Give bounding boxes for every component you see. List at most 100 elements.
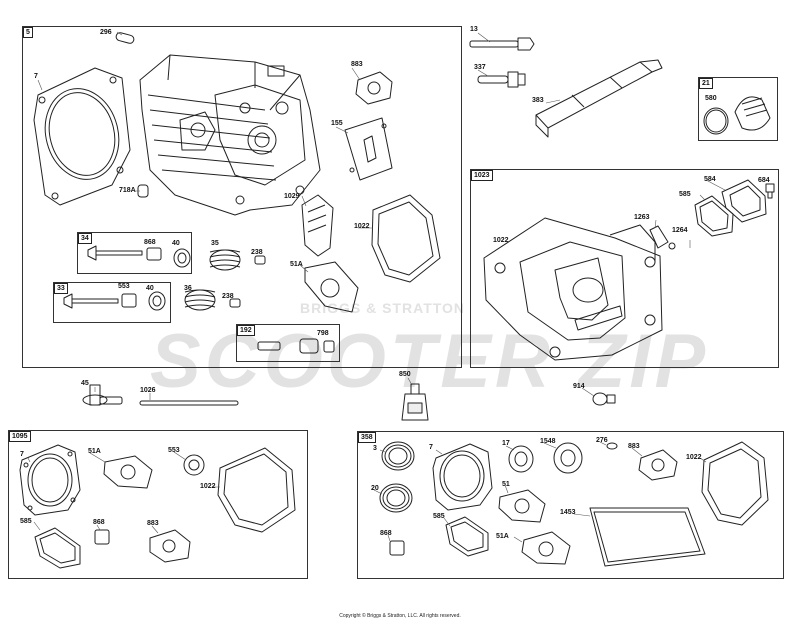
seal-868-1095-illustration — [94, 529, 110, 545]
part-callout: 883 — [147, 520, 159, 527]
part-callout: 553 — [168, 447, 180, 454]
part-callout: 7 — [20, 451, 24, 458]
part-callout: 7 — [34, 73, 38, 80]
part-callout: 51A — [496, 533, 509, 540]
oil-seal-3-illustration — [381, 441, 415, 471]
group-tag-1023: 1023 — [471, 170, 493, 181]
head-gasket-358-illustration — [432, 443, 493, 511]
group-tag-358: 358 — [358, 432, 376, 443]
part-callout: 40 — [146, 285, 154, 292]
part-callout: 51A — [290, 261, 303, 268]
part-callout: 798 — [317, 330, 329, 337]
part-callout: 1453 — [560, 509, 576, 516]
gasket-585-358-illustration — [445, 516, 489, 557]
head-bolt-illustration — [469, 37, 535, 51]
part-callout: 868 — [144, 239, 156, 246]
gasket-51a-1095-illustration — [103, 455, 153, 489]
dowel-pin-illustration — [115, 32, 135, 44]
retainer-40a-illustration — [173, 248, 191, 268]
part-callout: 1022 — [686, 454, 702, 461]
part-callout: 1264 — [672, 227, 688, 234]
screw-684-illustration — [765, 183, 775, 199]
part-callout: 3 — [373, 445, 377, 452]
seal-553-1095-illustration — [183, 454, 205, 476]
frame-group-21 — [698, 77, 778, 141]
group-tag-1095: 1095 — [9, 431, 31, 442]
screw-1264-illustration — [668, 242, 676, 250]
part-callout: 580 — [705, 95, 717, 102]
part-callout: 13 — [470, 26, 478, 33]
retainer-40b-illustration — [148, 291, 166, 311]
spring-cap-238b-illustration — [229, 298, 241, 308]
bearing-1548-illustration — [553, 442, 583, 474]
gasket-585a-illustration — [694, 195, 734, 237]
group-tag-34: 34 — [78, 233, 92, 244]
part-callout: 51A — [88, 448, 101, 455]
part-callout: 868 — [380, 530, 392, 537]
part-callout: 20 — [371, 485, 379, 492]
copyright-notice: Copyright © Briggs & Stratton, LLC. All … — [339, 613, 461, 619]
part-callout: 383 — [532, 97, 544, 104]
part-callout: 7 — [429, 444, 433, 451]
part-callout: 337 — [474, 64, 486, 71]
pushrod-1026-illustration — [139, 400, 239, 406]
part-callout: 1026 — [140, 387, 156, 394]
spring-cap-238a-illustration — [254, 255, 266, 265]
gasket-883-1095-illustration — [149, 529, 191, 563]
frame-group-1095 — [8, 430, 308, 579]
part-callout: 51 — [502, 481, 510, 488]
breather-tube-illustration — [257, 338, 335, 354]
part-callout: 585 — [679, 191, 691, 198]
gasket-883-358-illustration — [638, 449, 678, 481]
part-callout: 1022 — [200, 483, 216, 490]
group-tag-21: 21 — [699, 78, 713, 89]
intake-gasket-illustration — [304, 261, 359, 313]
cylinder-head-illustration — [139, 54, 321, 216]
group-tag-192: 192 — [237, 325, 255, 336]
pushrod-tube-383-illustration — [535, 59, 663, 138]
intake-valve-illustration — [63, 293, 119, 309]
gasket-585-1095-illustration — [34, 527, 81, 569]
part-callout: 850 — [399, 371, 411, 378]
part-callout: 238 — [222, 293, 234, 300]
valve-cover-assembly-illustration — [483, 217, 663, 361]
part-callout: 238 — [251, 249, 263, 256]
part-callout: 868 — [93, 519, 105, 526]
frame-group-33 — [53, 282, 171, 323]
part-callout: 45 — [81, 380, 89, 387]
valve-cover-gasket-1095-illustration — [217, 447, 296, 533]
breather-plate-illustration — [344, 117, 393, 181]
exhaust-valve-illustration — [87, 245, 143, 261]
part-callout: 914 — [573, 383, 585, 390]
screw-914-illustration — [592, 392, 616, 406]
oil-seal-20-illustration — [379, 483, 413, 513]
spark-plug-illustration — [477, 71, 526, 88]
group-tag-33: 33 — [54, 283, 68, 294]
breather-cover-584-illustration — [721, 179, 767, 223]
part-callout: 585 — [433, 513, 445, 520]
valve-spring-36-illustration — [184, 289, 216, 311]
part-callout: 553 — [118, 283, 130, 290]
part-callout: 584 — [704, 176, 716, 183]
part-callout: 718A — [119, 187, 136, 194]
part-callout: 17 — [502, 440, 510, 447]
valve-cover-gasket-358-illustration — [701, 441, 769, 526]
exhaust-gasket-883-illustration — [355, 71, 393, 105]
valve-seal-868-illustration — [146, 247, 162, 261]
gasket-1453-illustration — [589, 507, 706, 567]
part-callout: 155 — [331, 120, 343, 127]
rocker-stud-45-illustration — [82, 384, 123, 406]
part-callout: 1022 — [493, 237, 509, 244]
o-ring-276-illustration — [606, 442, 618, 450]
baffle-1029-illustration — [301, 194, 334, 257]
valve-spring-35-illustration — [209, 249, 241, 271]
sealant-tube-850-illustration — [401, 383, 429, 421]
frame-group-1023 — [470, 169, 779, 368]
group-tag-5: 5 — [23, 27, 33, 38]
head-gasket-1095-illustration — [19, 444, 81, 516]
part-callout: 684 — [758, 177, 770, 184]
part-callout: 276 — [596, 437, 608, 444]
part-callout: 35 — [211, 240, 219, 247]
